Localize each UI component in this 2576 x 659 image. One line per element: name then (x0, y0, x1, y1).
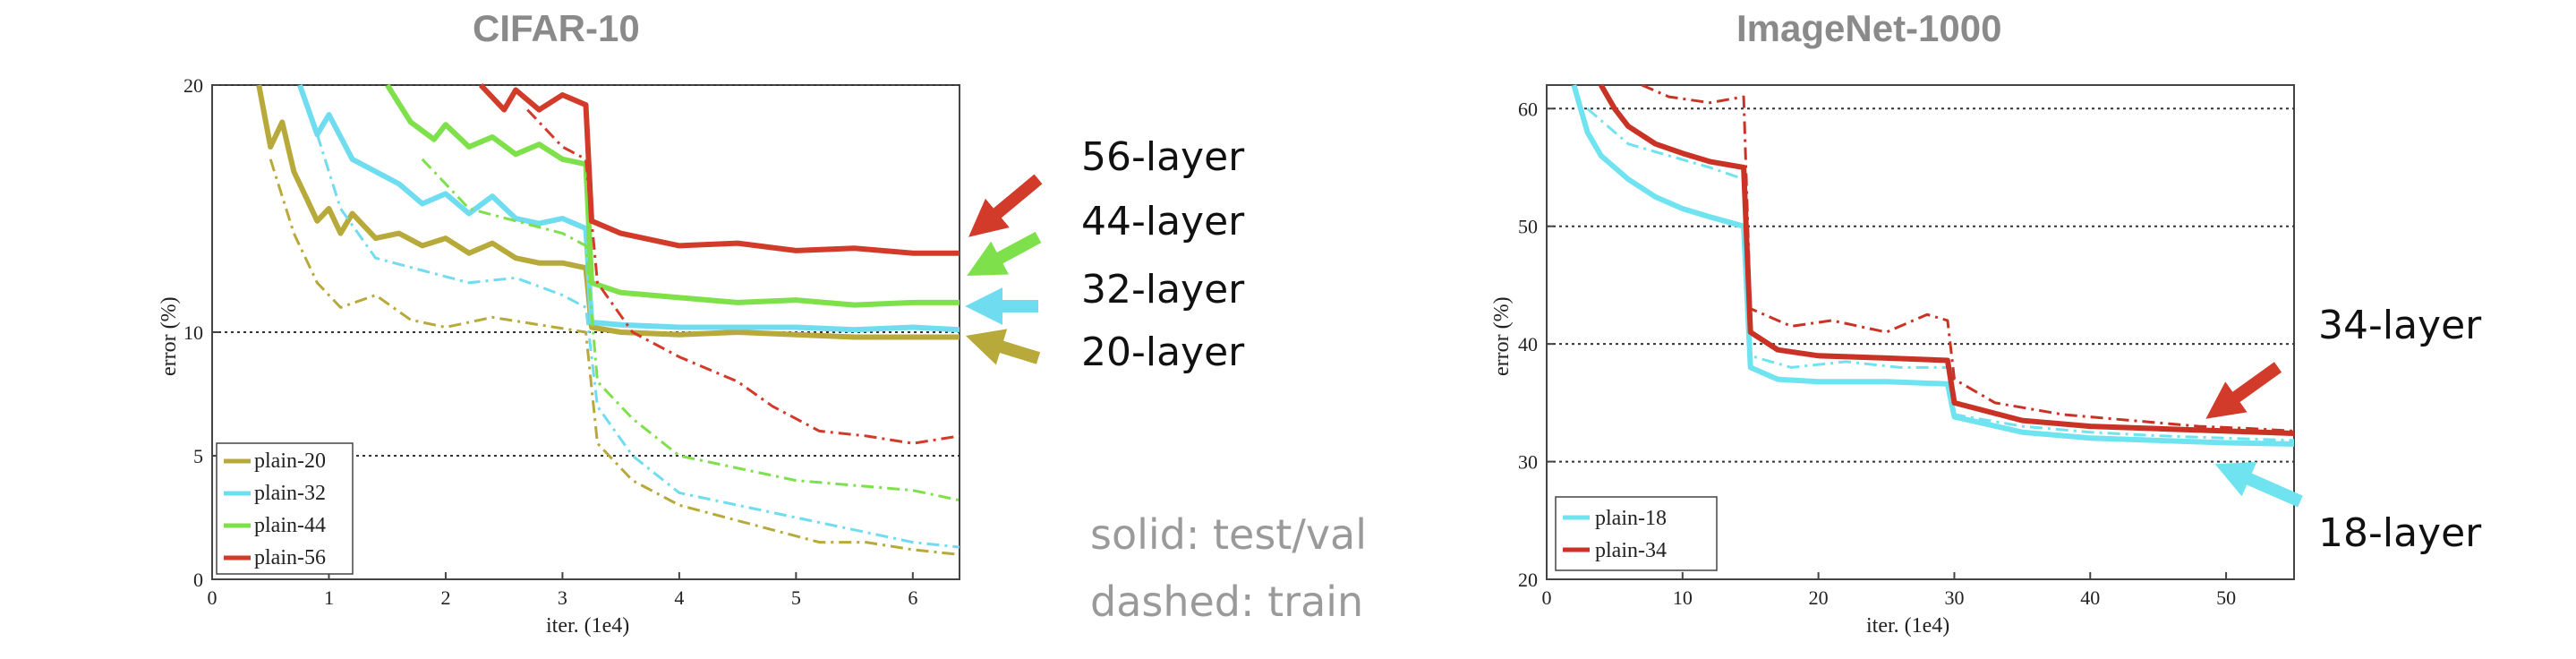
cifar-ylabel: error (%) (158, 296, 181, 376)
y-tick-label: 50 (1518, 216, 1538, 238)
y-tick-label: 60 (1518, 98, 1538, 120)
series-plain-44-test (385, 83, 960, 308)
legend-plain-32: plain-32 (254, 482, 326, 505)
imagenet-plot-area (1546, 84, 2295, 580)
x-tick-label: 30 (1944, 586, 1964, 609)
imagenet-grid (1547, 107, 2294, 463)
series-plain-34-test (1599, 83, 2295, 436)
cifar-ticks: 0 1 2 3 4 5 6 0 5 10 20 (183, 74, 917, 609)
imagenet-ylabel: error (%) (1490, 296, 1514, 376)
series-plain-20-test (256, 84, 960, 340)
x-tick-label: 0 (1542, 586, 1552, 609)
x-tick-label: 2 (440, 586, 450, 609)
imagenet-legend: plain-18 plain-34 (1555, 496, 1718, 571)
legend-plain-56: plain-56 (254, 546, 326, 569)
y-tick-label: 20 (1518, 569, 1538, 591)
arrow-20-layer (965, 329, 1041, 365)
arrow-18-layer (2214, 461, 2303, 508)
imagenet-ticks: 0 10 20 30 40 50 20 30 40 50 60 (1518, 98, 2236, 609)
label-32-layer: 32-layer (1081, 267, 1245, 312)
label-34-layer: 34-layer (2318, 303, 2482, 348)
y-tick-label: 0 (193, 569, 203, 591)
y-tick-label: 40 (1518, 333, 1538, 355)
series-plain-18-train (1586, 107, 2295, 442)
note-solid: solid: test/val (1090, 510, 1368, 559)
cifar-lines (256, 82, 960, 556)
x-tick-label: 3 (558, 586, 567, 609)
series-plain-18-test (1571, 84, 2295, 447)
cifar-chart: 0 1 2 3 4 5 6 0 5 10 20 iter. (1e4) error (%) plai… (158, 74, 960, 638)
y-tick-label: 30 (1518, 451, 1538, 474)
series-plain-32-train (315, 133, 960, 549)
legend-plain-18: plain-18 (1595, 507, 1667, 530)
legend-plain-34: plain-34 (1595, 539, 1667, 562)
series-plain-56-test (478, 82, 960, 256)
y-tick-label: 5 (193, 445, 203, 467)
series-plain-56-train (526, 108, 960, 445)
imagenet-title: ImageNet-1000 (1736, 7, 2002, 49)
series-plain-20-train (269, 158, 960, 556)
cifar-legend-box (216, 442, 354, 575)
series-plain-34-train (1641, 83, 2295, 432)
x-tick-label: 1 (324, 586, 334, 609)
cifar-xlabel: iter. (1e4) (546, 614, 629, 638)
right-annotations: 34-layer 18-layer (2205, 303, 2482, 556)
label-20-layer: 20-layer (1081, 330, 1245, 375)
cifar-title: CIFAR-10 (473, 7, 640, 49)
legend-plain-20: plain-20 (254, 449, 326, 473)
legend-plain-44: plain-44 (254, 514, 326, 537)
note-dashed: dashed: train (1090, 578, 1364, 626)
arrow-34-layer (2205, 362, 2282, 419)
label-56-layer: 56-layer (1081, 134, 1245, 180)
x-tick-label: 6 (908, 586, 917, 609)
x-tick-label: 40 (2080, 586, 2100, 609)
x-tick-label: 4 (674, 586, 684, 609)
y-tick-label: 10 (183, 321, 203, 344)
cifar-grid (212, 84, 960, 457)
imagenet-legend-box (1555, 496, 1718, 571)
imagenet-chart: 0 10 20 30 40 50 20 30 40 50 60 iter. (1e4) error … (1490, 83, 2295, 638)
series-plain-44-train (421, 158, 960, 502)
x-tick-label: 10 (1673, 586, 1693, 609)
cifar-legend: plain-20 plain-32 plain-44 plain-56 (216, 442, 354, 575)
x-tick-label: 20 (1809, 586, 1829, 609)
imagenet-lines (1571, 83, 2295, 447)
x-tick-label: 0 (208, 586, 218, 609)
series-plain-32-test (297, 84, 960, 333)
y-tick-label: 20 (183, 74, 203, 97)
label-44-layer: 44-layer (1081, 199, 1245, 244)
imagenet-xlabel: iter. (1e4) (1866, 614, 1949, 638)
arrow-56-layer (968, 174, 1043, 237)
left-annotations: 56-layer 44-layer 32-layer 20-layer (965, 134, 1245, 375)
label-18-layer: 18-layer (2318, 510, 2482, 556)
x-tick-label: 50 (2216, 586, 2236, 609)
arrow-44-layer (967, 231, 1042, 276)
x-tick-label: 5 (791, 586, 801, 609)
